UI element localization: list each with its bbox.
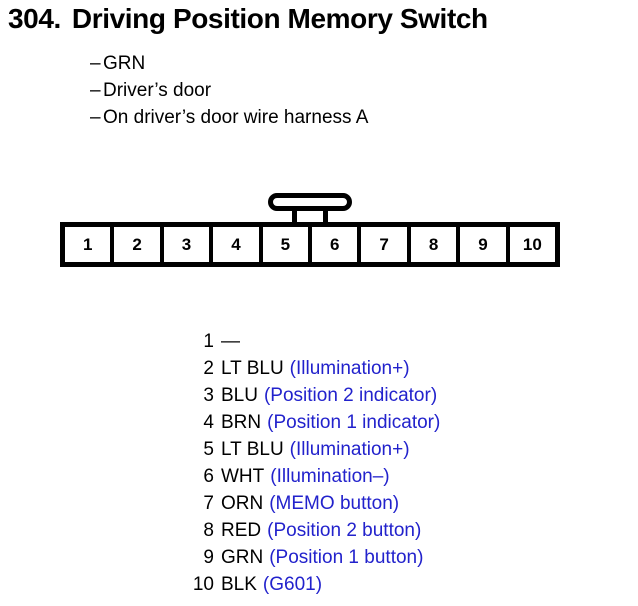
pin-legend-row: 2 LT BLU (Illumination+) (150, 355, 580, 382)
detail-label: GRN (103, 53, 146, 74)
pin-wire-color: GRN (221, 547, 264, 568)
detail-list: – GRN – Driver’s door – On driver’s door… (90, 50, 590, 131)
pin-wire-color: RED (221, 520, 262, 541)
pin-legend-row: 3 BLU (Position 2 indicator) (150, 382, 580, 409)
connector-pin-cell: 1 (65, 227, 111, 262)
pin-legend-row: 8 RED (Position 2 button) (150, 517, 580, 544)
page-title-text: Driving Position Memory Switch (71, 3, 488, 34)
detail-label: On driver’s door wire harness A (103, 107, 369, 128)
latch-bar (268, 193, 352, 211)
pin-legend-list: 1 — 2 LT BLU (Illumination+) 3 BLU (Posi… (150, 328, 580, 598)
pin-number: 5 (203, 439, 214, 460)
pin-description: (Position 1 indicator) (267, 412, 441, 433)
connector-pin-cell: 8 (410, 227, 457, 262)
dash-icon: – (90, 80, 101, 101)
detail-list-item: – GRN (90, 50, 590, 77)
pin-wire-color: WHT (221, 466, 265, 487)
detail-list-item: – On driver’s door wire harness A (90, 104, 590, 131)
connector-pin-cell: 4 (213, 227, 259, 262)
pin-number: 4 (203, 412, 214, 433)
detail-label: Driver’s door (103, 80, 212, 101)
connector-pin-cell: 3 (163, 227, 210, 262)
connector-diagram: 1 2 3 4 5 6 7 8 9 10 (60, 193, 560, 268)
pin-number: 9 (203, 547, 214, 568)
pin-number: 2 (203, 358, 214, 379)
pin-wire-color: LT BLU (221, 439, 284, 460)
detail-list-item: – Driver’s door (90, 77, 590, 104)
pin-description: (Illumination–) (270, 466, 390, 487)
pin-legend-row: 9 GRN (Position 1 button) (150, 544, 580, 571)
pin-description: (Illumination+) (289, 439, 410, 460)
connector-pin-cell: 7 (361, 227, 407, 262)
pin-number: 8 (203, 520, 214, 541)
pin-legend-row: 7 ORN (MEMO button) (150, 490, 580, 517)
pin-wire-color: — (221, 331, 240, 352)
pin-number: 10 (192, 574, 214, 595)
page-title: 304. Driving Position Memory Switch (8, 3, 634, 35)
pin-description: (Illumination+) (289, 358, 410, 379)
pin-wire-color: LT BLU (221, 358, 284, 379)
latch-leg-right (323, 206, 328, 224)
pin-wire-color: ORN (221, 493, 264, 514)
latch-leg-left (292, 206, 297, 224)
pin-legend-row: 1 — (150, 328, 580, 355)
pin-wire-color: BLU (221, 385, 258, 406)
connector-pin-cell: 6 (312, 227, 358, 262)
connector-latch-tab-icon (268, 193, 352, 224)
connector-pin-cell: 10 (509, 227, 556, 262)
pin-wire-color: BRN (221, 412, 262, 433)
connector-pin-cell: 2 (114, 227, 160, 262)
pin-number: 3 (203, 385, 214, 406)
pin-description: (Position 2 indicator) (263, 385, 438, 406)
pin-description: (Position 1 button) (269, 547, 424, 568)
pin-number: 6 (203, 466, 214, 487)
connector-pin-cell: 9 (460, 227, 506, 262)
pin-description: (MEMO button) (269, 493, 400, 514)
pin-description: (G601) (262, 574, 323, 595)
pin-number: 1 (203, 331, 214, 352)
connector-body: 1 2 3 4 5 6 7 8 9 10 (60, 222, 560, 267)
dash-icon: – (90, 107, 101, 128)
pin-wire-color: BLK (221, 574, 257, 595)
pin-legend-row: 5 LT BLU (Illumination+) (150, 436, 580, 463)
pin-legend-row: 6 WHT (Illumination–) (150, 463, 580, 490)
page-title-number: 304. (8, 3, 61, 34)
pin-legend-row: 10 BLK (G601) (150, 571, 580, 598)
connector-pin-cell: 5 (262, 227, 309, 262)
pin-legend-row: 4 BRN (Position 1 indicator) (150, 409, 580, 436)
dash-icon: – (90, 53, 101, 74)
pin-number: 7 (203, 493, 214, 514)
pin-description: (Position 2 button) (267, 520, 422, 541)
